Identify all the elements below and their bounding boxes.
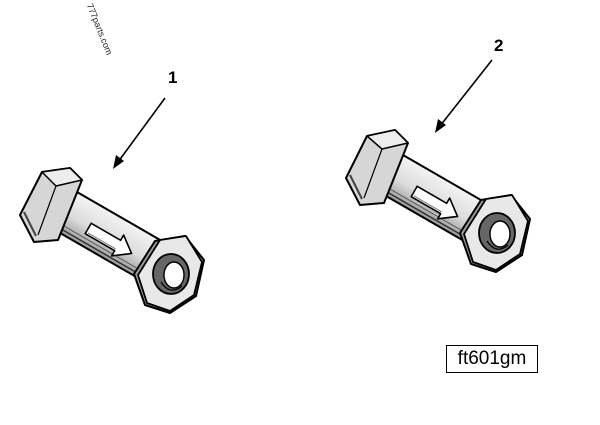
check-valve-2 [345,59,531,273]
figure-id-label: ft601gm [446,345,538,373]
left-hex-nut-2 [345,129,409,206]
leader-arrow-1 [113,97,166,169]
left-hex-nut-1 [19,167,83,243]
flow-arrow-2 [410,185,459,220]
callout-2: 2 [494,36,504,55]
flow-arrow-1 [84,222,133,257]
check-valve-1 [19,97,205,314]
leader-arrow-2 [435,59,493,133]
callout-1: 1 [168,68,178,87]
right-hex-nut-2 [459,194,531,273]
right-hex-nut-1 [133,235,205,314]
